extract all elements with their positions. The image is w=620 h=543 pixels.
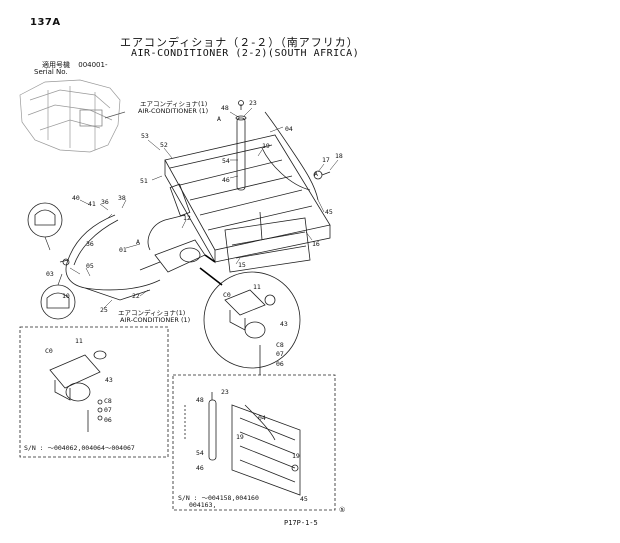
page-mark: ⑤ — [339, 506, 346, 514]
title-english: AIR-CONDITIONER (2-2)(SOUTH AFRICA) — [131, 48, 360, 59]
part-number: 54 — [196, 449, 204, 457]
ac-callout-top-en: AIR-CONDITIONER (1) — [138, 107, 209, 115]
part-number: 07 — [276, 350, 284, 358]
inset-right-condenser — [184, 392, 301, 496]
ac-callout-bottom-jp: エアコンディショナ(1) — [118, 309, 186, 317]
part-number: 53 — [141, 132, 149, 140]
serial-label-en: Serial No. — [34, 68, 68, 76]
inset-right-serial-2: 004163, — [189, 501, 217, 509]
part-number: 19 — [292, 452, 300, 460]
ac-callout-top-jp: エアコンディショナ(1) — [140, 100, 208, 108]
part-number: 19 — [236, 433, 244, 441]
inset-right-frame — [172, 374, 336, 511]
compressor — [139, 214, 206, 273]
part-number: 10 — [62, 292, 70, 300]
part-number: 17 — [322, 156, 330, 164]
page-code: 137A — [30, 17, 61, 28]
part-number: 36 — [101, 198, 109, 206]
part-number: C0 — [45, 347, 53, 355]
part-number: 46 — [196, 464, 204, 472]
part-number: 01 — [119, 246, 127, 254]
part-number: 19 — [262, 142, 270, 150]
hose-left — [59, 214, 161, 301]
part-number: 15 — [238, 261, 246, 269]
part-number: 51 — [140, 177, 148, 185]
marker-a: A — [136, 238, 140, 246]
page-reference: P17P-1-5 — [284, 519, 318, 527]
part-number: 07 — [104, 406, 112, 414]
part-number: 45 — [300, 495, 308, 503]
serial-value: 004001- — [78, 61, 108, 69]
marker-a: A — [217, 115, 221, 123]
part-number: C8 — [276, 341, 284, 349]
part-number: 46 — [222, 176, 230, 184]
inset-right-serial-1: S/N : ～004158,004160 — [178, 494, 259, 502]
ac-callout-bottom-en: AIR-CONDITIONER (1) — [120, 316, 191, 324]
part-number: 52 — [160, 141, 168, 149]
part-number: 48 — [196, 396, 204, 404]
clamp-detail-bottom — [40, 273, 76, 320]
part-number: 11 — [75, 337, 83, 345]
serial-label-jp: 適用号機 004001- — [42, 60, 107, 70]
detail-pointer-1 — [199, 267, 223, 286]
part-number: 38 — [118, 194, 126, 202]
part-number: C8 — [104, 397, 112, 405]
machine-thumbnail — [19, 79, 126, 153]
part-number: 41 — [88, 200, 96, 208]
lower-frame-panel — [224, 217, 311, 273]
part-number: 16 — [312, 240, 320, 248]
part-number: 18 — [335, 152, 343, 160]
part-number: 43 — [280, 320, 288, 328]
leader-lines — [69, 107, 339, 309]
part-number: 40 — [72, 194, 80, 202]
detail-pointer-2 — [204, 254, 216, 263]
title-japanese: エアコンディショナ（２-２）（南アフリカ） — [120, 36, 359, 49]
part-number: 05 — [86, 262, 94, 270]
receiver-drier — [235, 100, 247, 191]
part-number: 23 — [249, 99, 257, 107]
inset-left-compressor-bracket — [49, 350, 107, 432]
inset-left-serial: S/N : ～004062,004064～004067 — [24, 444, 135, 452]
inset-left-frame — [19, 326, 169, 458]
part-number: 43 — [105, 376, 113, 384]
part-number: 04 — [285, 125, 293, 133]
part-number: 54 — [222, 157, 230, 165]
part-number: 23 — [221, 388, 229, 396]
part-number: 36 — [86, 240, 94, 248]
part-number: 04 — [258, 414, 266, 422]
marker-a: A — [314, 170, 318, 178]
serial-label-jp-text: 適用号機 — [42, 61, 70, 69]
part-number: C0 — [223, 291, 231, 299]
part-number: 25 — [100, 306, 108, 314]
part-number: 45 — [325, 208, 333, 216]
clamp-detail-top — [27, 202, 63, 251]
part-number: 12 — [183, 214, 191, 222]
detail-circle-right — [203, 271, 301, 375]
hose-right — [261, 111, 331, 201]
part-number: 48 — [221, 104, 229, 112]
part-number: 03 — [46, 270, 54, 278]
condenser-panel — [164, 134, 331, 264]
part-number: 22 — [132, 292, 140, 300]
part-number: 11 — [253, 283, 261, 291]
part-number: 06 — [104, 416, 112, 424]
part-number: 06 — [276, 360, 284, 368]
